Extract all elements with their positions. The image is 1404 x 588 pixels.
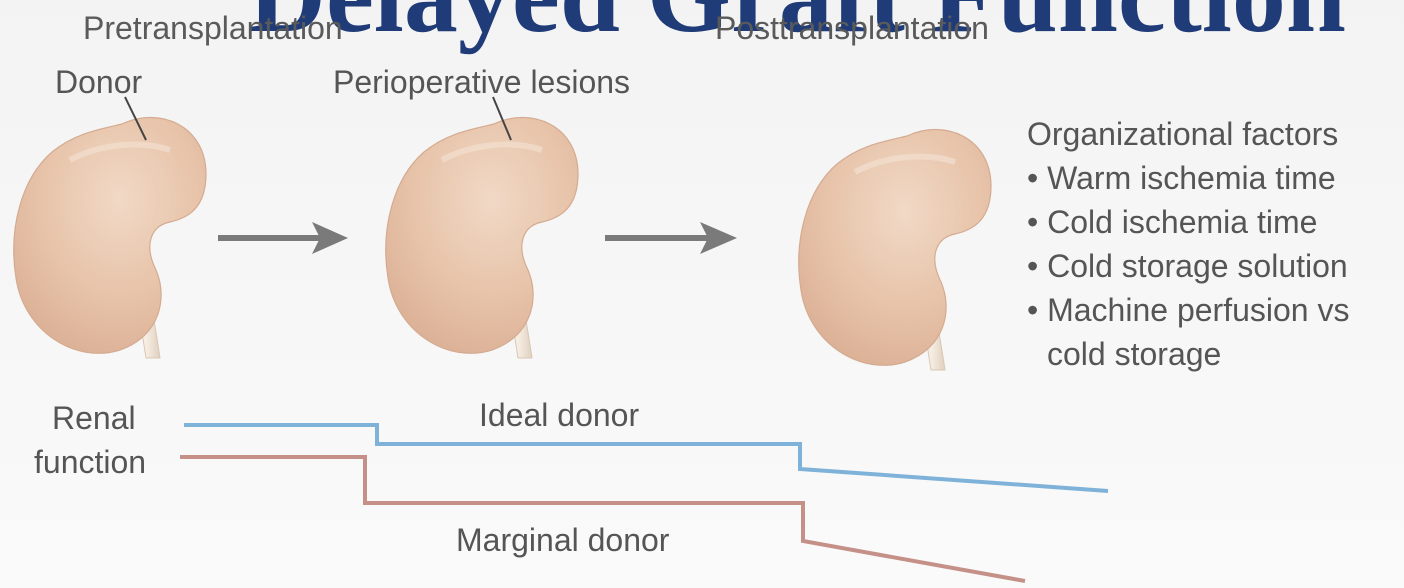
- kidney-posttransplant-icon: [799, 129, 991, 370]
- renal-function-label-line1: Renal: [52, 402, 136, 434]
- pretransplantation-label: Pretransplantation: [83, 12, 343, 44]
- factor-item-continuation: cold storage: [1027, 338, 1349, 382]
- organizational-factors-block: Organizational factors • Warm ischemia t…: [1027, 118, 1349, 382]
- factor-item: • Warm ischemia time: [1027, 162, 1349, 206]
- renal-function-label-line2: function: [34, 446, 146, 478]
- arrow-right-icon: [605, 222, 737, 254]
- ideal-donor-label: Ideal donor: [479, 399, 639, 431]
- kidney-perioperative-icon: [386, 117, 578, 358]
- perioperative-lesions-label: Perioperative lesions: [333, 66, 630, 98]
- factor-item: • Cold storage solution: [1027, 250, 1349, 294]
- marginal-donor-label: Marginal donor: [456, 524, 669, 556]
- arrow-right-icon: [218, 222, 348, 254]
- posttransplantation-label: Posttransplantation: [715, 12, 989, 44]
- organizational-factors-title: Organizational factors: [1027, 118, 1349, 162]
- kidney-donor-icon: [14, 117, 206, 358]
- donor-label: Donor: [55, 66, 142, 98]
- factor-item: • Cold ischemia time: [1027, 206, 1349, 250]
- factor-item: • Machine perfusion vs: [1027, 294, 1349, 338]
